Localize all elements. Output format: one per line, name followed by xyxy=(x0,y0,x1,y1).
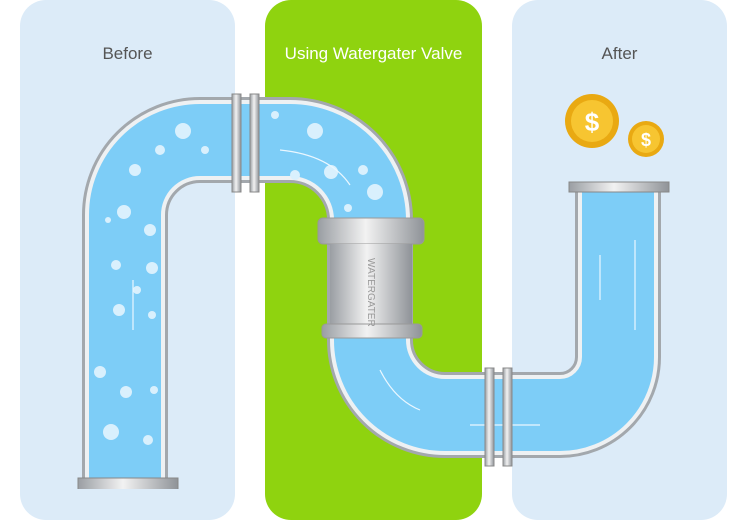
coin-symbol: $ xyxy=(585,107,600,137)
bubbles xyxy=(94,111,383,445)
flanges xyxy=(77,93,670,489)
pipe-illustration: WATERGATER $ $ xyxy=(77,93,670,489)
coin-symbol-small: $ xyxy=(641,130,651,150)
after-title: After xyxy=(601,44,638,63)
before-title: Before xyxy=(102,44,153,63)
coin-small: $ xyxy=(628,121,664,157)
coin-large: $ xyxy=(565,94,619,148)
valve-label: WATERGATER xyxy=(365,258,376,327)
watergater-valve: WATERGATER xyxy=(317,217,425,339)
valve-title: Using Watergater Valve xyxy=(284,44,463,63)
